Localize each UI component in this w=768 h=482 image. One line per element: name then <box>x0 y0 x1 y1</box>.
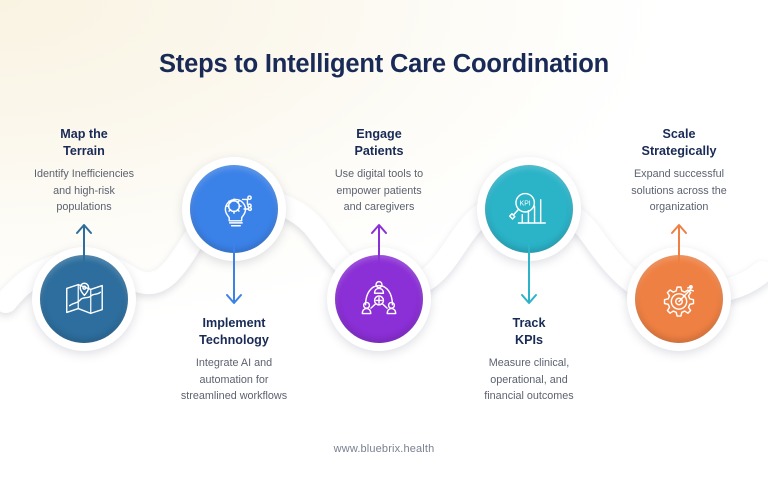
step-text-1: Map the Terrain Identify Inefficiencies … <box>0 126 184 216</box>
step-description-3: Use digital tools to empower patients an… <box>334 168 424 214</box>
step-arrow-5 <box>671 224 687 264</box>
step-heading-4: Track KPIs <box>512 316 546 347</box>
step-description-4: Measure clinical, operational, and finan… <box>484 357 574 403</box>
step-circle-4[interactable]: KPI <box>477 157 581 261</box>
step-text-3: Engage Patients Use digital tools to emp… <box>279 126 479 216</box>
step-arrow-4 <box>521 240 537 304</box>
step-heading-3: Engage Patients <box>354 127 404 158</box>
step-circle-1[interactable] <box>32 247 136 351</box>
step-text-2: Implement Technology Integrate AI and au… <box>134 315 334 405</box>
step-arrow-1 <box>76 224 92 264</box>
step-description-1: Identify Inefficiencies and high-risk po… <box>33 168 135 214</box>
step-heading-1: Map the Terrain <box>60 127 108 158</box>
people-network-health-icon <box>361 280 397 315</box>
step-disc-2 <box>190 165 278 253</box>
step-description-2: Integrate AI and automation for streamli… <box>180 357 288 403</box>
gear-target-icon <box>663 284 695 317</box>
step-description-5: Expand successful solutions across the o… <box>631 168 727 214</box>
step-heading-2: Implement Technology <box>199 316 269 347</box>
step-disc-3 <box>335 255 423 343</box>
step-text-4: Track KPIs Measure clinical, operational… <box>429 315 629 405</box>
step-disc-4: KPI <box>485 165 573 253</box>
step-arrow-3 <box>371 224 387 264</box>
step-circle-2[interactable] <box>182 157 286 261</box>
step-disc-1 <box>40 255 128 343</box>
step-circle-3[interactable] <box>327 247 431 351</box>
svg-text:KPI: KPI <box>520 201 531 208</box>
footer-website-url: www.bluebrix.health <box>333 443 435 455</box>
step-circle-5[interactable] <box>627 247 731 351</box>
step-text-5: Scale Strategically Expand successful so… <box>579 126 768 216</box>
step-disc-5 <box>635 255 723 343</box>
map-pin-icon <box>66 282 103 315</box>
lightbulb-gear-icon <box>224 195 253 227</box>
step-arrow-2 <box>226 240 242 304</box>
step-heading-5: Scale Strategically <box>641 127 717 158</box>
kpi-magnifier-chart-icon: KPI <box>508 192 547 224</box>
page-title: Steps to Intelligent Care Coordination <box>158 50 609 78</box>
